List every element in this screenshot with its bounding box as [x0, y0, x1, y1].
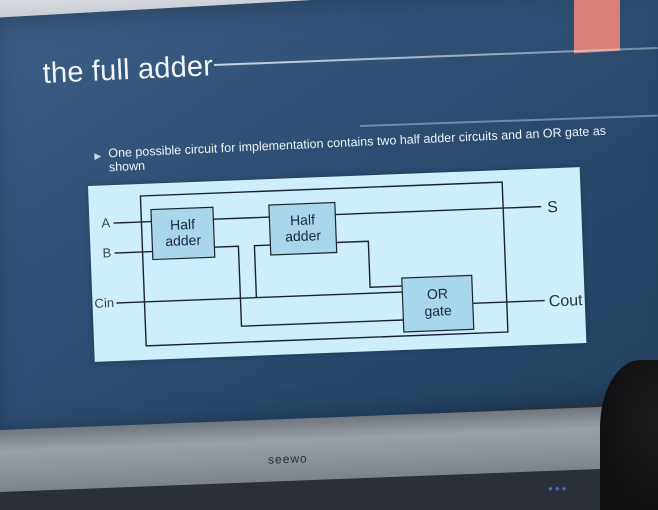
wire-a [113, 220, 152, 224]
half-adder-2-label-line2: adder [285, 227, 322, 244]
indicator-dots-icon: ●●● [548, 484, 569, 493]
or-gate-block [401, 274, 475, 333]
wire-cout [472, 299, 545, 305]
wire-ha2-sum [335, 205, 542, 216]
accent-block [574, 0, 620, 54]
wire-cin-to-ha2 [253, 244, 271, 298]
half-adder-2-block [268, 201, 338, 256]
half-adder-1-block [150, 206, 216, 261]
wire-b [114, 250, 153, 254]
bullet-arrow-icon: ▶ [94, 150, 102, 161]
wire-cin [116, 291, 403, 304]
viewer-silhouette [600, 360, 658, 510]
brand-logo: seewo [267, 451, 308, 467]
output-label-s: S [547, 199, 558, 216]
half-adder-1-label-line2: adder [165, 232, 202, 249]
wire-ha1-sum [213, 216, 270, 220]
wire-ha1-carry [214, 245, 404, 327]
output-label-cout: Cout [548, 292, 583, 310]
circuit-svg: Half adder Half adder OR gate A B Cin S … [94, 181, 583, 347]
full-adder-circuit-diagram: Half adder Half adder OR gate A B Cin S … [88, 167, 587, 362]
input-label-b: B [102, 245, 111, 260]
input-label-cin: Cin [94, 295, 114, 311]
wire-ha2-carry [336, 240, 403, 288]
input-label-a: A [101, 215, 111, 230]
or-gate-label-line1: OR [427, 285, 449, 302]
half-adder-2-label-line1: Half [290, 211, 316, 228]
half-adder-1-label-line1: Half [170, 216, 196, 233]
or-gate-label-line2: gate [424, 302, 452, 319]
enclosure-outline [139, 181, 509, 347]
